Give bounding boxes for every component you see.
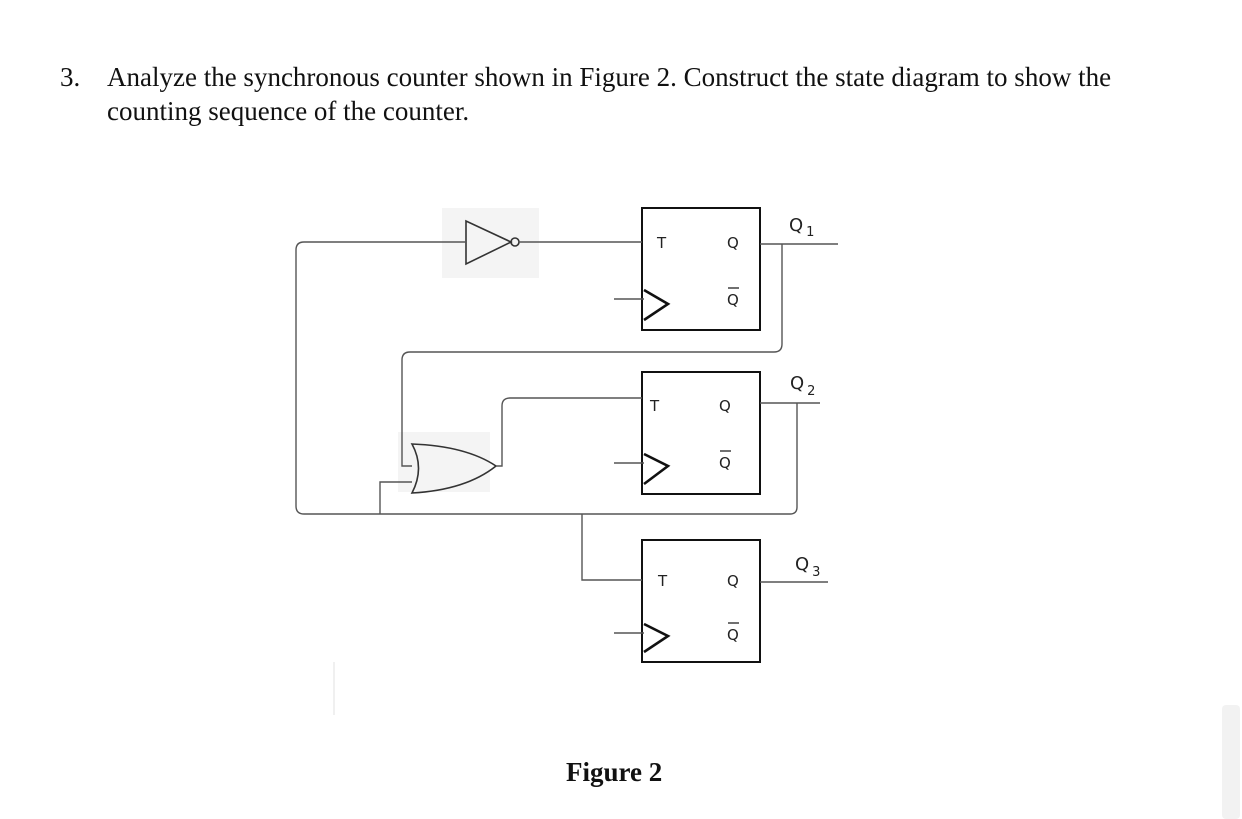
wiring bbox=[295, 241, 838, 583]
wire-q1-feedback bbox=[401, 244, 783, 467]
wire-or-lower-input bbox=[379, 481, 412, 514]
flip-flop-3: T Q Q bbox=[614, 539, 761, 663]
ff1-qbar-label: Q bbox=[727, 291, 739, 309]
wire-q2-feedback bbox=[295, 241, 798, 515]
scan-patch bbox=[398, 432, 490, 492]
ff2-qbar-label: Q bbox=[719, 454, 731, 472]
ff3-qbar-label: Q bbox=[727, 626, 739, 644]
question: 3. Analyze the synchronous counter shown… bbox=[60, 60, 1180, 128]
wire-or-output bbox=[496, 397, 642, 467]
ff2-t-label: T bbox=[649, 397, 660, 415]
ff2-clock-triangle bbox=[643, 452, 671, 486]
ff1-t-label: T bbox=[656, 234, 667, 252]
ff1-q-label: Q bbox=[727, 234, 739, 252]
question-text: Analyze the synchronous counter shown in… bbox=[107, 62, 1112, 126]
ff3-t-label: T bbox=[657, 572, 668, 590]
flip-flop-1: T Q Q bbox=[614, 207, 761, 331]
question-number: 3. bbox=[60, 62, 81, 92]
flip-flop-3-box bbox=[641, 539, 761, 663]
or-gate bbox=[410, 443, 498, 494]
wire-t3-input bbox=[581, 514, 642, 581]
figure-caption: Figure 2 bbox=[566, 757, 662, 787]
ff3-q-label: Q bbox=[727, 572, 739, 590]
scan-patch bbox=[442, 208, 539, 278]
scrollbar-track bbox=[1222, 705, 1240, 819]
ff2-q-label: Q bbox=[719, 397, 731, 415]
flip-flop-1-box bbox=[641, 207, 761, 331]
ff3-clock-triangle bbox=[643, 622, 671, 654]
or-gate-shape bbox=[410, 443, 498, 494]
flip-flop-2: T Q Q bbox=[614, 371, 761, 495]
ff1-clock-triangle bbox=[643, 288, 671, 322]
flip-flop-2-box bbox=[641, 371, 761, 495]
